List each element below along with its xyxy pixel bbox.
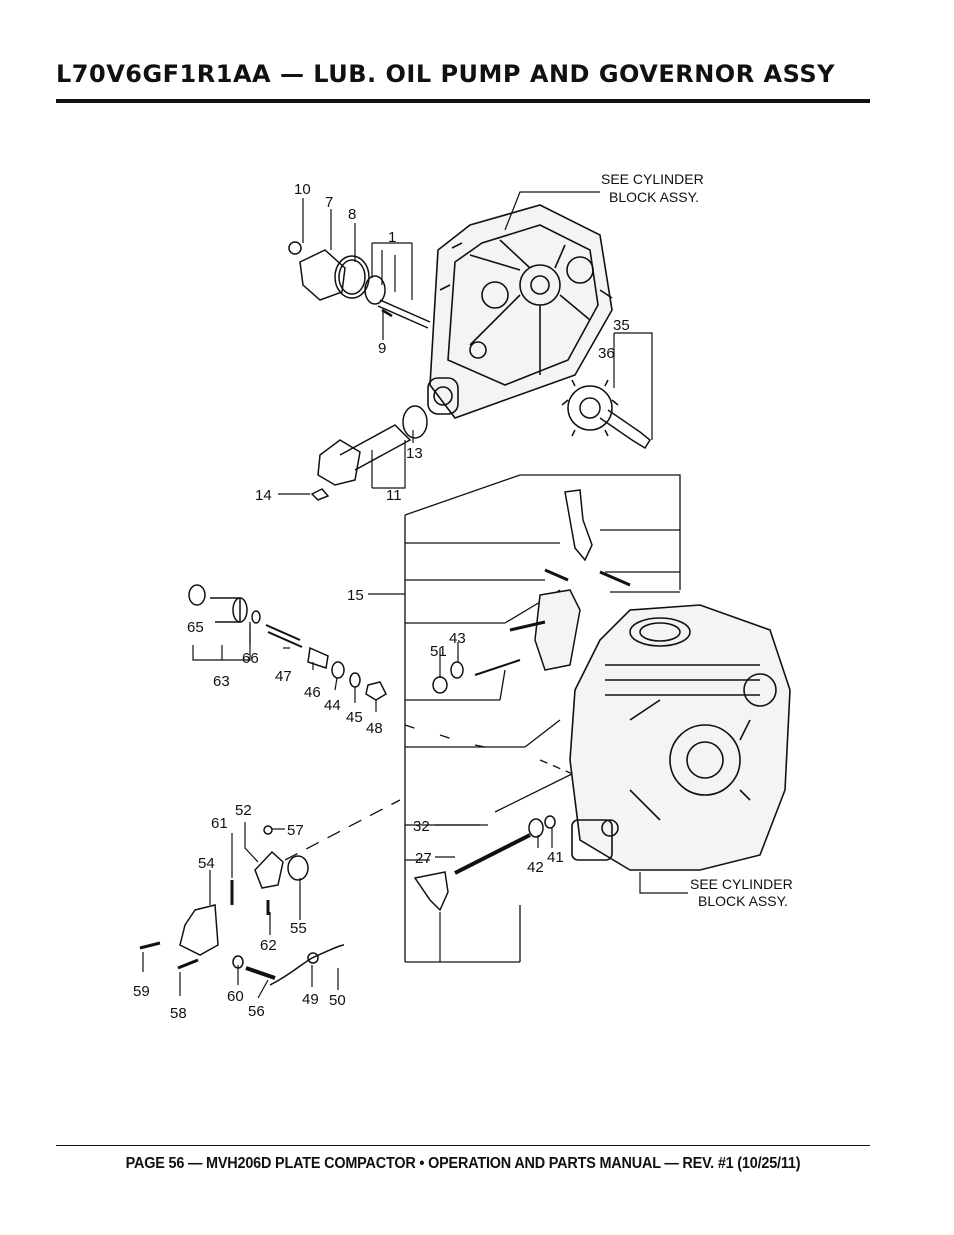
callout-7: 7 <box>325 194 333 211</box>
cylinder-block-drawing <box>569 604 791 871</box>
callout-56: 56 <box>248 1003 265 1020</box>
callout-50: 50 <box>329 992 346 1009</box>
callout-10: 10 <box>294 181 311 198</box>
callout-leaders <box>142 191 688 999</box>
callout-14: 14 <box>255 487 272 504</box>
callout-45: 45 <box>346 709 363 726</box>
note-bottom-line2: BLOCK ASSY. <box>698 893 788 909</box>
callout-66: 66 <box>242 650 259 667</box>
throttle-bracket-parts <box>139 825 345 986</box>
callout-36: 36 <box>598 345 615 362</box>
callout-1: 1 <box>388 229 396 246</box>
callout-35: 35 <box>613 317 630 334</box>
page-footer: PAGE 56 — MVH206D PLATE COMPACTOR • OPER… <box>125 1155 801 1172</box>
page-title: L70V6GF1R1AA — LUB. OIL PUMP AND GOVERNO… <box>56 60 835 88</box>
callout-9: 9 <box>378 340 386 357</box>
callout-41: 41 <box>547 849 564 866</box>
callout-27: 27 <box>415 850 432 867</box>
callout-55: 55 <box>290 920 307 937</box>
note-top-line2: BLOCK ASSY. <box>609 189 699 205</box>
callout-44: 44 <box>324 697 341 714</box>
callout-59: 59 <box>133 983 150 1000</box>
callout-15: 15 <box>347 587 364 604</box>
speed-control-parts <box>188 584 387 701</box>
callout-8: 8 <box>348 206 356 223</box>
crankcase-cover-drawing <box>427 204 613 419</box>
callout-62: 62 <box>260 937 277 954</box>
callout-58: 58 <box>170 1005 187 1022</box>
callout-42: 42 <box>527 859 544 876</box>
callout-65: 65 <box>187 619 204 636</box>
callout-32: 32 <box>413 818 430 835</box>
callout-49: 49 <box>302 991 319 1008</box>
callout-43: 43 <box>449 630 466 647</box>
note-top-line1: SEE CYLINDER <box>601 171 704 187</box>
callout-52: 52 <box>235 802 252 819</box>
callout-47: 47 <box>275 668 292 685</box>
note-bottom-line1: SEE CYLINDER <box>690 876 793 892</box>
callout-54: 54 <box>198 855 215 872</box>
callout-11: 11 <box>386 487 402 504</box>
callout-13: 13 <box>406 445 423 462</box>
oil-pump-shaft-parts <box>288 241 431 329</box>
callout-60: 60 <box>227 988 244 1005</box>
callout-61: 61 <box>211 815 228 832</box>
governor-gear <box>561 379 651 450</box>
callout-46: 46 <box>304 684 321 701</box>
callout-63: 63 <box>213 673 230 690</box>
lube-pump <box>310 405 428 501</box>
title-rule <box>56 99 870 103</box>
footer-rule <box>56 1145 870 1146</box>
governor-lever-parts <box>413 489 631 912</box>
callout-57: 57 <box>287 822 304 839</box>
callout-48: 48 <box>366 720 383 737</box>
callout-51: 51 <box>430 643 447 660</box>
